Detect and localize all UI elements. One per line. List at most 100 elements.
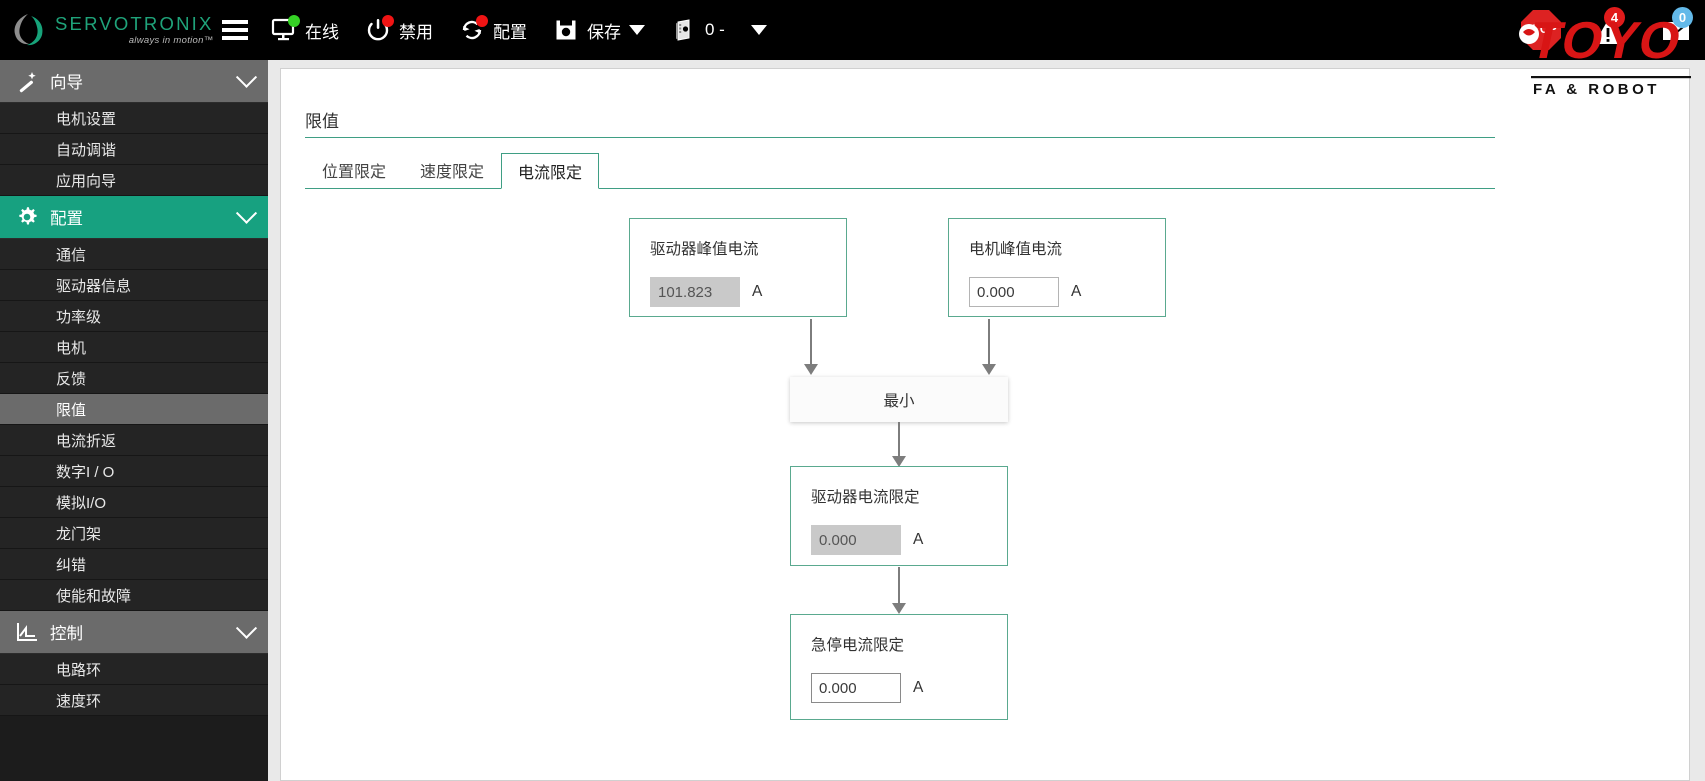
motor-peak-current-box: 电机峰值电流 A: [948, 218, 1166, 317]
toolbar-item-online[interactable]: 在线: [258, 0, 352, 60]
sidebar-item-label: 通信: [56, 246, 87, 264]
estop-current-limit-input[interactable]: [811, 673, 901, 703]
sidebar-item-current-loop[interactable]: 电路环: [0, 654, 268, 685]
sidebar-item-feedback[interactable]: 反馈: [0, 363, 268, 394]
sidebar-group-control[interactable]: 控制: [0, 611, 268, 654]
drive-peak-current-unit: A: [752, 283, 763, 300]
sidebar-group-configuration-label: 配置: [50, 210, 83, 228]
sidebar-item-label: 龙门架: [56, 525, 102, 543]
hamburger-icon[interactable]: [212, 0, 258, 60]
tab-position-limits[interactable]: 位置限定: [305, 152, 403, 188]
toolbar-status-group: STOP 4 0: [1521, 7, 1705, 51]
power-icon: [365, 15, 394, 43]
toolbar-item-save-label: 保存: [587, 22, 621, 42]
estop-current-limit-label: 急停电流限定: [811, 637, 905, 654]
sidebar-item-error-correction[interactable]: 纠错: [0, 549, 268, 580]
sidebar-item-application-wizard[interactable]: 应用向导: [0, 165, 268, 196]
sidebar-item-analog-io[interactable]: 模拟I/O: [0, 487, 268, 518]
drive-peak-current-label: 驱动器峰值电流: [650, 241, 759, 258]
current-limits-flow-diagram: 驱动器峰值电流 A 电机峰值电流 A: [281, 69, 1689, 780]
estop-current-limit-box: 急停电流限定 A: [790, 614, 1008, 720]
arrow-motor-to-min: [979, 319, 999, 375]
sidebar-item-autotune[interactable]: 自动调谐: [0, 134, 268, 165]
axis-dropdown-button[interactable]: [738, 0, 780, 60]
drive-current-limit-input: [811, 525, 901, 555]
tab-current-limits[interactable]: 电流限定: [501, 153, 600, 189]
sidebar-item-gantry[interactable]: 龙门架: [0, 518, 268, 549]
toyo-logo: TOYO FA & ROBOT: [1503, 2, 1699, 98]
limits-tabs: 位置限定 速度限定 电流限定: [305, 153, 1495, 189]
toolbar-item-disable-label: 禁用: [399, 22, 433, 42]
alarm-button[interactable]: 4: [1587, 7, 1629, 51]
refresh-icon: [459, 15, 488, 43]
disable-status-dot: [382, 15, 394, 27]
sidebar-item-communication[interactable]: 通信: [0, 239, 268, 270]
motor-peak-current-input[interactable]: [969, 277, 1059, 307]
axis-selector[interactable]: 0 -: [658, 0, 738, 60]
chevron-down-icon[interactable]: [235, 617, 258, 639]
toolbar-item-disable[interactable]: 禁用: [352, 0, 446, 60]
sidebar-item-velocity-loop[interactable]: 速度环: [0, 685, 268, 716]
servotronix-logo-icon: [10, 11, 48, 49]
sidebar-item-motor[interactable]: 电机: [0, 332, 268, 363]
sidebar-item-label: 功率级: [56, 308, 102, 326]
servotronix-logo: SERVOTRONIX always in motion™: [0, 0, 213, 60]
page-title: 限值: [305, 112, 339, 131]
sidebar-item-label: 数字I / O: [56, 463, 115, 481]
sidebar-item-label: 电机: [56, 339, 87, 357]
tab-label: 电流限定: [518, 165, 583, 182]
alarm-count-badge: 4: [1604, 7, 1625, 28]
monitor-icon: [271, 15, 300, 43]
sidebar-item-power-stage[interactable]: 功率级: [0, 301, 268, 332]
toolbar-item-config-label: 配置: [493, 22, 527, 42]
estop-current-limit-unit: A: [913, 679, 924, 696]
save-dropdown-caret-icon[interactable]: [629, 25, 645, 35]
tab-velocity-limits[interactable]: 速度限定: [403, 152, 501, 188]
toolbar-item-save[interactable]: 保存: [540, 0, 658, 60]
chevron-down-icon[interactable]: [235, 66, 258, 88]
tab-label: 位置限定: [321, 164, 386, 181]
toolbar-item-config[interactable]: 配置: [446, 0, 540, 60]
sidebar-item-label: 驱动器信息: [56, 277, 132, 295]
sidebar-item-label: 模拟I/O: [56, 494, 107, 512]
sidebar-item-limits[interactable]: 限值: [0, 394, 268, 425]
sidebar-item-label: 电流折返: [56, 432, 117, 450]
sidebar-item-label: 电机设置: [56, 110, 117, 128]
messages-button[interactable]: 0: [1655, 7, 1697, 51]
sidebar-item-label: 电路环: [56, 661, 102, 679]
tab-label: 速度限定: [419, 164, 484, 181]
sidebar-item-label: 限值: [56, 401, 87, 419]
message-count-badge: 0: [1672, 7, 1693, 28]
save-icon: [553, 17, 579, 43]
online-status-dot: [288, 15, 300, 27]
toyo-logo-sub-text: FA & ROBOT: [1533, 81, 1660, 98]
drive-peak-current-box: 驱动器峰值电流 A: [629, 218, 847, 317]
sidebar-item-label: 纠错: [56, 556, 87, 574]
main-content: 限值 位置限定 速度限定 电流限定 驱动器峰值电流 A: [268, 60, 1705, 781]
sidebar-group-wizard[interactable]: 向导: [0, 60, 268, 103]
sidebar-item-label: 使能和故障: [56, 587, 132, 605]
sidebar-item-enable-and-fault[interactable]: 使能和故障: [0, 580, 268, 611]
motor-peak-current-label: 电机峰值电流: [969, 241, 1063, 258]
arrow-drive-to-min: [801, 319, 821, 375]
sidebar-item-label: 反馈: [56, 370, 87, 388]
drive-icon: [671, 17, 697, 43]
sidebar-item-label: 速度环: [56, 692, 102, 710]
sidebar-item-current-foldback[interactable]: 电流折返: [0, 425, 268, 456]
sidebar-item-drive-info[interactable]: 驱动器信息: [0, 270, 268, 301]
wand-icon: [10, 66, 44, 96]
drive-current-limit-unit: A: [913, 531, 924, 548]
toyo-logo-main-text: TOYO: [1525, 12, 1688, 70]
drive-current-limit-box: 驱动器电流限定 A: [790, 466, 1008, 566]
sidebar: 向导 电机设置 自动调谐 应用向导 配置 通信 驱动器信息 功率级 电机 反馈 …: [0, 60, 268, 781]
minimum-node: 最小: [790, 377, 1008, 422]
sidebar-group-configuration[interactable]: 配置: [0, 196, 268, 239]
motor-peak-current-unit: A: [1071, 283, 1082, 300]
chevron-down-icon[interactable]: [235, 202, 258, 224]
chevron-down-icon[interactable]: [750, 25, 767, 35]
sidebar-group-control-label: 控制: [50, 625, 83, 643]
sidebar-item-digital-io[interactable]: 数字I / O: [0, 456, 268, 487]
sidebar-item-motor-setup[interactable]: 电机设置: [0, 103, 268, 134]
top-toolbar: SERVOTRONIX always in motion™ 在线 禁用: [0, 0, 1705, 98]
config-status-dot: [476, 15, 488, 27]
